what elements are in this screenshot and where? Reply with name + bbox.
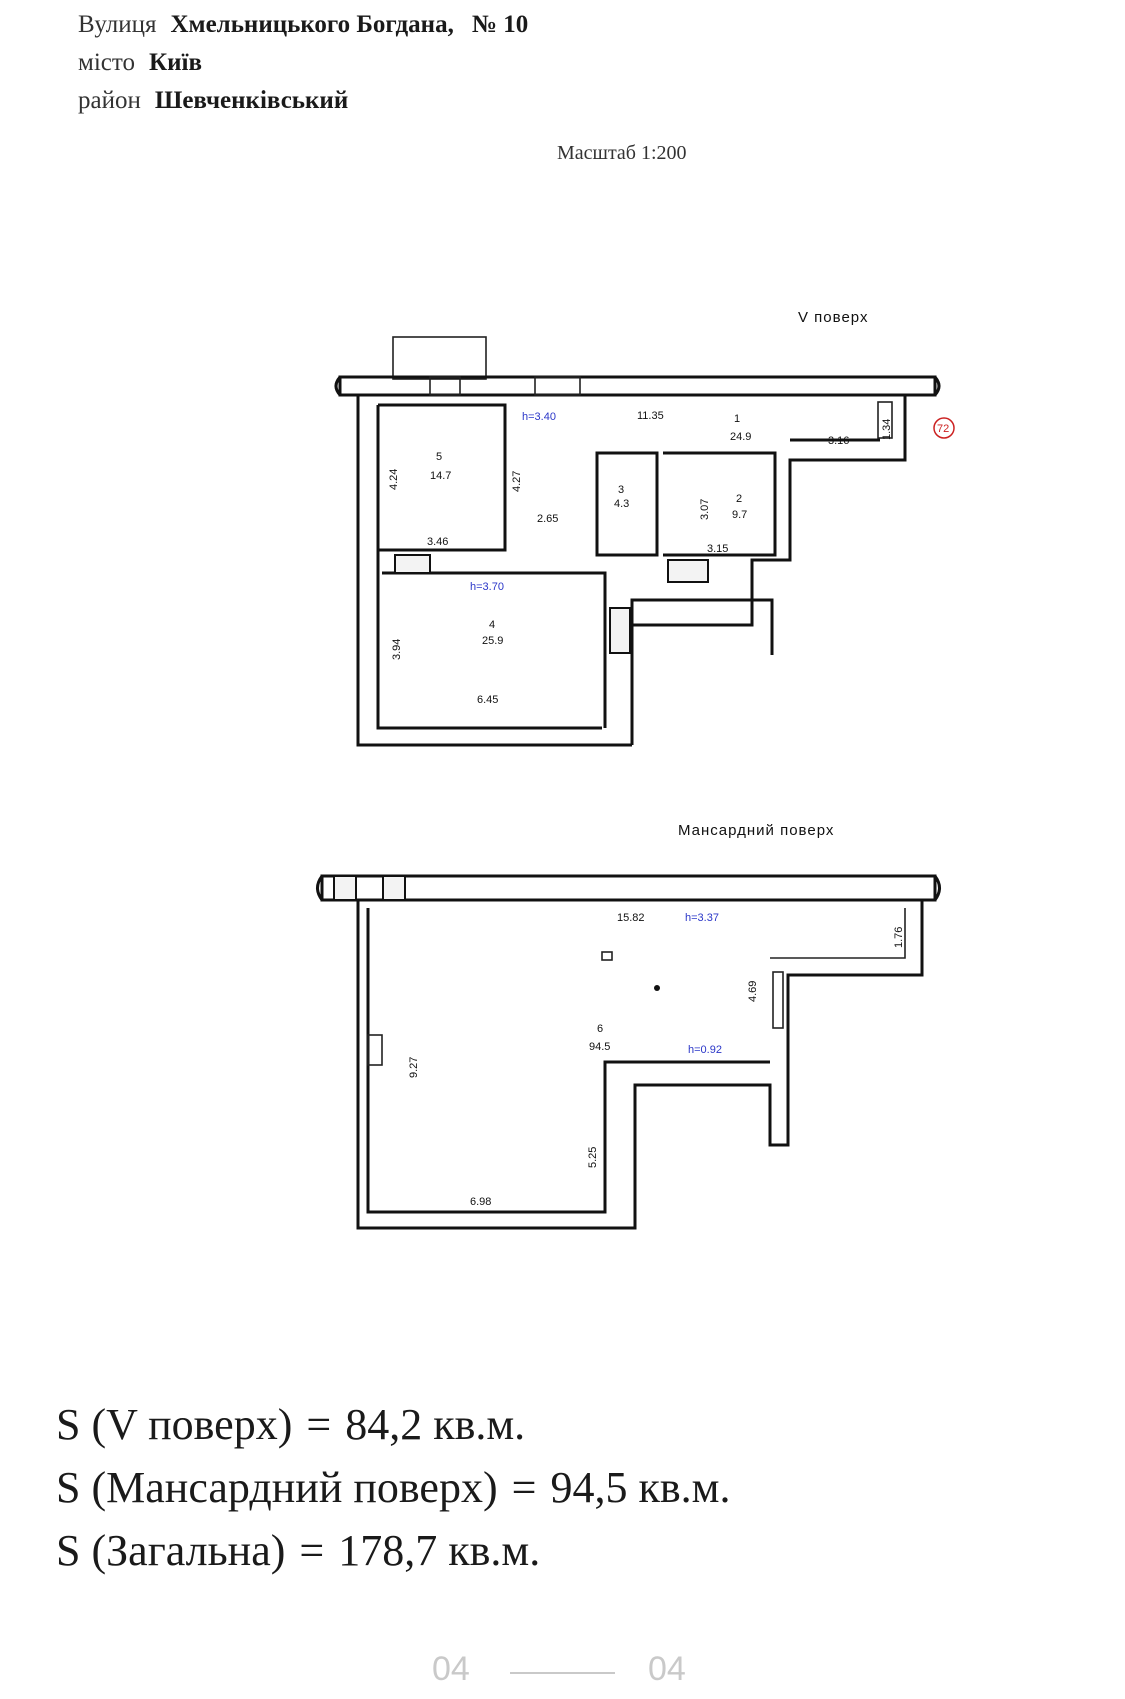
outer-wall — [632, 395, 907, 627]
facade-break-left — [316, 875, 324, 901]
facade-break-right — [933, 875, 941, 901]
attic-height-main: h=3.37 — [685, 912, 719, 924]
room-5-area: 14.7 — [430, 470, 451, 482]
room-1-area: 24.9 — [730, 431, 751, 443]
dim-3-07: 3.07 — [699, 499, 711, 520]
dim-3-15: 3.15 — [707, 543, 728, 555]
room-5-number: 5 — [436, 451, 442, 463]
facade-break-left — [334, 376, 342, 396]
district-row: район Шевченківський — [78, 82, 528, 120]
window — [333, 875, 357, 901]
floor5-title: V поверх — [798, 309, 868, 326]
dim-1-76: 1.76 — [893, 927, 905, 948]
district-value: Шевченківський — [154, 87, 349, 114]
building-marker-number: 72 — [937, 423, 949, 435]
current-page: 04 — [432, 1650, 470, 1688]
address-block: Вулиця Хмельницького Богдана, № 10 місто Ки… — [78, 6, 528, 120]
dim-6-98: 6.98 — [470, 1196, 491, 1208]
window — [534, 376, 581, 396]
window — [667, 559, 709, 583]
room-3-area: 4.3 — [614, 498, 629, 510]
equals-sign: = — [299, 1526, 325, 1575]
equals-sign: = — [306, 1400, 332, 1449]
floor5-height-main: h=3.40 — [522, 411, 556, 423]
window — [609, 607, 631, 654]
dim-3-46: 3.46 — [427, 536, 448, 548]
total-pages: 04 — [648, 1650, 686, 1688]
outer-wall — [356, 395, 632, 747]
attic-height-low: h=0.92 — [688, 1044, 722, 1056]
room-5-walls — [378, 403, 507, 552]
area-attic-label: S (Мансардний поверх) — [56, 1463, 498, 1512]
street-row: Вулиця Хмельницького Богдана, № 10 — [78, 6, 528, 44]
street-value: Хмельницького Богдана, — [170, 11, 454, 38]
floor5-plan: V поверх h=3.40 11.35 1 24.9 3.16 1.34 5… — [334, 309, 955, 747]
room-3-walls — [595, 451, 659, 557]
dim-9-27: 9.27 — [408, 1057, 420, 1078]
dim-3-16: 3.16 — [828, 435, 849, 447]
dim-11-35: 11.35 — [637, 410, 664, 422]
floor5-height-room4: h=3.70 — [470, 581, 504, 593]
stair-mark — [877, 401, 893, 439]
attic-room-area: 94.5 — [589, 1041, 610, 1053]
hatch-mark — [367, 1034, 383, 1066]
room-2-walls — [663, 451, 777, 557]
dim-4-69: 4.69 — [747, 981, 759, 1002]
area-summary: S (V поверх) = 84,2 кв.м. S (Мансардний по… — [56, 1393, 730, 1582]
dim-3-94: 3.94 — [391, 639, 403, 660]
dim-6-45: 6.45 — [477, 694, 498, 706]
attic-plan: Мансардний поверх 15.82 h=3.37 1.76 4.69… — [316, 822, 941, 1230]
dim-2-65: 2.65 — [537, 513, 558, 525]
area-attic-value: 94,5 кв.м. — [550, 1463, 731, 1512]
room-4-area: 25.9 — [482, 635, 503, 647]
chimney-point — [654, 985, 660, 991]
room-1-number: 1 — [734, 413, 740, 425]
dim-5-25: 5.25 — [587, 1147, 599, 1168]
area-floor5-value: 84,2 кв.м. — [345, 1400, 526, 1449]
dim-4-27: 4.27 — [511, 471, 523, 492]
dim-1-34: 1.34 — [881, 419, 893, 440]
dim-4-24: 4.24 — [388, 469, 400, 490]
progress-line — [510, 1672, 615, 1674]
room-4-walls — [382, 571, 607, 728]
house-number: № 10 — [471, 11, 529, 38]
floor-plans: V поверх h=3.40 11.35 1 24.9 3.16 1.34 5… — [316, 309, 955, 1230]
area-attic-row: S (Мансардний поверх) = 94,5 кв.м. — [56, 1456, 730, 1519]
city-value: Київ — [148, 49, 202, 76]
outer-wall — [630, 598, 774, 745]
attic-inner-wall — [770, 908, 906, 959]
roof-light — [601, 951, 613, 961]
room-4-number: 4 — [489, 619, 495, 631]
attic-title: Мансардний поверх — [678, 822, 834, 839]
attic-room-number: 6 — [597, 1023, 603, 1035]
window — [429, 376, 461, 396]
scale-label: Масштаб 1:200 — [557, 142, 687, 164]
roof-block — [392, 336, 487, 380]
area-floor5-row: S (V поверх) = 84,2 кв.м. — [56, 1393, 730, 1456]
door — [394, 554, 431, 574]
area-total-row: S (Загальна) = 178,7 кв.м. — [56, 1519, 730, 1582]
facade-break-right — [933, 376, 941, 396]
facade-band — [320, 874, 937, 902]
city-label: місто — [78, 49, 135, 76]
room-2-number: 2 — [736, 493, 742, 505]
building-marker — [933, 417, 955, 439]
area-floor5-label: S (V поверх) — [56, 1400, 293, 1449]
wall-niche — [772, 971, 784, 1029]
dim-15-82: 15.82 — [617, 912, 645, 924]
inner-wall — [376, 405, 602, 730]
area-total-label: S (Загальна) — [56, 1526, 286, 1575]
street-label: Вулиця — [78, 11, 157, 38]
room-2-area: 9.7 — [732, 509, 747, 521]
equals-sign: = — [511, 1463, 537, 1512]
area-total-value: 178,7 кв.м. — [338, 1526, 541, 1575]
city-row: місто Київ — [78, 44, 528, 82]
district-label: район — [78, 87, 141, 114]
page-indicator: 04 04 — [0, 1650, 1125, 1690]
room-3-number: 3 — [618, 484, 624, 496]
attic-outer-wall — [356, 900, 924, 1230]
window — [382, 875, 406, 901]
attic-inner-wall — [366, 908, 770, 1214]
